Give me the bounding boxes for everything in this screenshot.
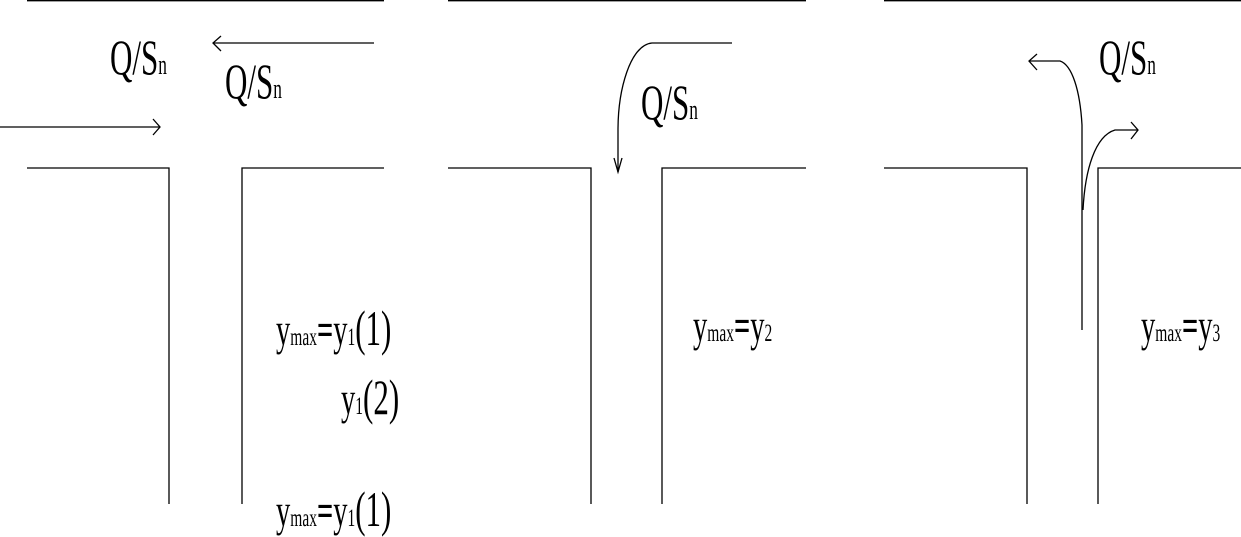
lhs-subscript: max bbox=[290, 505, 317, 532]
equals-sign: = bbox=[316, 304, 334, 355]
rhs: y bbox=[333, 485, 348, 536]
equals-sign: = bbox=[316, 485, 334, 536]
panel-2-curved-arrow-icon bbox=[613, 42, 732, 175]
lhs-subscript: max bbox=[290, 324, 317, 351]
panel-2-flow-label: Q/Sn bbox=[641, 77, 698, 127]
rhs: y bbox=[750, 300, 765, 351]
equals-sign: = bbox=[733, 300, 751, 351]
lhs: y bbox=[693, 300, 708, 351]
panel-3-curved-arrow-left-icon bbox=[1028, 53, 1083, 330]
panel-1-flow-label-right: Q/Sn bbox=[225, 56, 282, 106]
flow-label-base: Q/S bbox=[1099, 29, 1148, 85]
panel-1-flow-label-top: Q/Sn bbox=[110, 32, 167, 82]
equals-sign: = bbox=[1181, 300, 1199, 351]
panel-2-channel-walls bbox=[448, 0, 806, 504]
panel-1-left-arrow-icon bbox=[212, 35, 374, 52]
panel-1-channel-walls bbox=[27, 0, 384, 504]
lhs: y bbox=[276, 304, 291, 355]
lhs: y bbox=[276, 485, 291, 536]
flow-label-subscript: n bbox=[158, 50, 167, 81]
lhs: y bbox=[1141, 300, 1156, 351]
rhs: y bbox=[1198, 300, 1213, 351]
flow-label-base: Q/S bbox=[110, 29, 159, 85]
flow-label-subscript: n bbox=[273, 74, 282, 105]
panel-3-channel-walls bbox=[884, 0, 1241, 504]
panel-1-annotation-y1-2: y1(2) bbox=[341, 372, 399, 422]
rhs: y bbox=[341, 373, 356, 424]
lhs-subscript: max bbox=[707, 320, 734, 347]
rhs-subscript: 1 bbox=[347, 505, 356, 532]
rhs: y bbox=[333, 304, 348, 355]
rhs-argument: (1) bbox=[355, 481, 392, 537]
flow-label-subscript: n bbox=[689, 95, 698, 126]
rhs-subscript: 1 bbox=[355, 393, 364, 420]
panel-1-right-arrow-icon bbox=[0, 118, 161, 136]
panel-3-curved-arrow-right-icon bbox=[1082, 121, 1139, 211]
rhs-subscript: 2 bbox=[764, 320, 773, 347]
flow-label-subscript: n bbox=[1147, 50, 1156, 81]
panel-1-annotation-ymax-2: ymax=y1(1) bbox=[276, 484, 391, 534]
flow-label-base: Q/S bbox=[641, 74, 690, 130]
panel-2-annotation-ymax: ymax=y2 bbox=[693, 303, 772, 349]
panel-3-flow-label: Q/Sn bbox=[1099, 32, 1156, 82]
rhs-subscript: 1 bbox=[347, 324, 356, 351]
rhs-subscript: 3 bbox=[1212, 320, 1221, 347]
flow-label-base: Q/S bbox=[225, 53, 274, 109]
rhs-argument: (1) bbox=[355, 300, 392, 356]
rhs-argument: (2) bbox=[363, 369, 400, 425]
lhs-subscript: max bbox=[1155, 320, 1182, 347]
panel-3-annotation-ymax: ymax=y3 bbox=[1141, 303, 1220, 349]
panel-1-annotation-ymax-1: ymax=y1(1) bbox=[276, 303, 391, 353]
